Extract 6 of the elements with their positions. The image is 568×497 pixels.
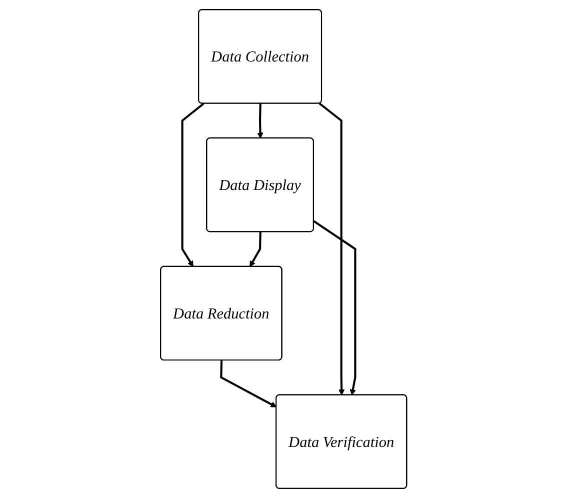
arrow [250, 231, 262, 266]
arrow [314, 220, 357, 395]
arrow [319, 102, 346, 395]
arrow [220, 360, 278, 407]
arrow [182, 102, 205, 266]
arrow [258, 103, 264, 138]
